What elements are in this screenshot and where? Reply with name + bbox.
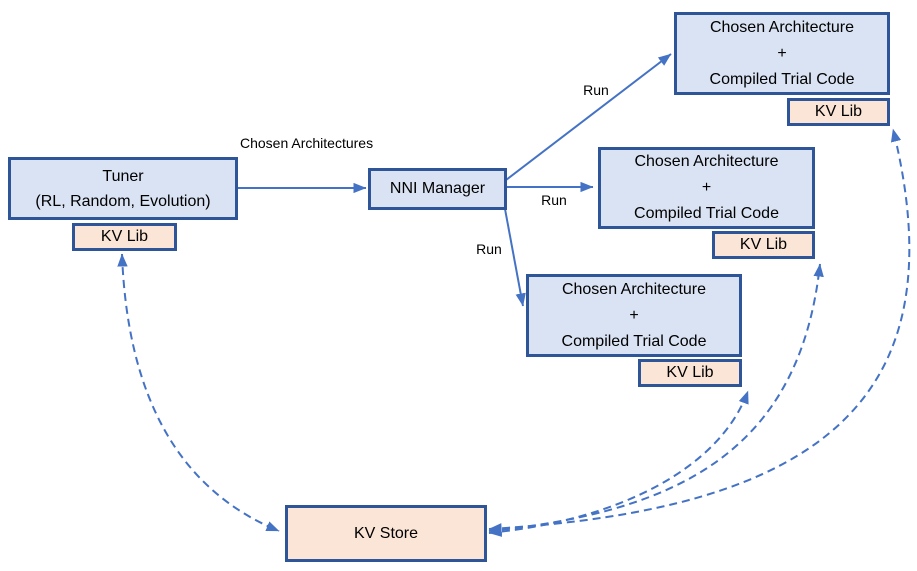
tuner-node: Tuner (RL, Random, Evolution) xyxy=(8,157,238,220)
tuner-label-line: (RL, Random, Evolution) xyxy=(35,192,211,210)
tuner-kv-lib-node: KV Lib xyxy=(72,223,177,251)
trial-bot-kv-lib-node: KV Lib xyxy=(638,359,742,387)
edge-kvstore-trial-top-kvlib-dashed-arrow xyxy=(488,128,911,534)
chosen-architectures-label-line: Chosen xyxy=(240,135,289,151)
chosen-architectures-label-line: Architectures xyxy=(291,135,374,151)
kv-store-node: KV Store xyxy=(285,505,487,562)
trial-label-line: Chosen Architecture xyxy=(634,153,779,170)
trial-label-line: Compiled Trial Code xyxy=(634,205,779,222)
run-label-top: Run xyxy=(583,82,609,98)
trial-label-line: + xyxy=(629,306,639,324)
tuner-label-line: Tuner xyxy=(102,167,144,185)
edge-nni-to-trial-bot-arrow xyxy=(504,208,526,307)
trial-label-line: Chosen Architecture xyxy=(561,280,707,298)
trial-mid-node: Chosen Architecture + Compiled Trial Cod… xyxy=(598,147,815,229)
trial-label-line: Chosen Architecture xyxy=(709,18,855,36)
trial-bot-node: Chosen Architecture + Compiled Trial Cod… xyxy=(526,274,742,357)
trial-mid-kv-lib-node: KV Lib xyxy=(712,231,815,259)
trial-label-line: Compiled Trial Code xyxy=(561,332,707,350)
run-label-bot: Run xyxy=(476,241,502,257)
chosen-architectures-label: Chosen Architectures xyxy=(240,134,373,152)
trial-top-node: Chosen Architecture + Compiled Trial Cod… xyxy=(674,12,890,95)
trial-top-kv-lib-node: KV Lib xyxy=(787,98,890,126)
trial-label-line: + xyxy=(701,179,712,196)
nni-manager-node: NNI Manager xyxy=(368,168,507,210)
run-label-mid: Run xyxy=(541,192,567,208)
trial-label-line: Compiled Trial Code xyxy=(709,70,855,88)
edge-tuner-kvlib-kvstore-dashed-arrow xyxy=(117,253,280,532)
edge-kvstore-trial-bot-kvlib-dashed-arrow xyxy=(488,390,749,537)
trial-label-line: + xyxy=(777,44,787,62)
